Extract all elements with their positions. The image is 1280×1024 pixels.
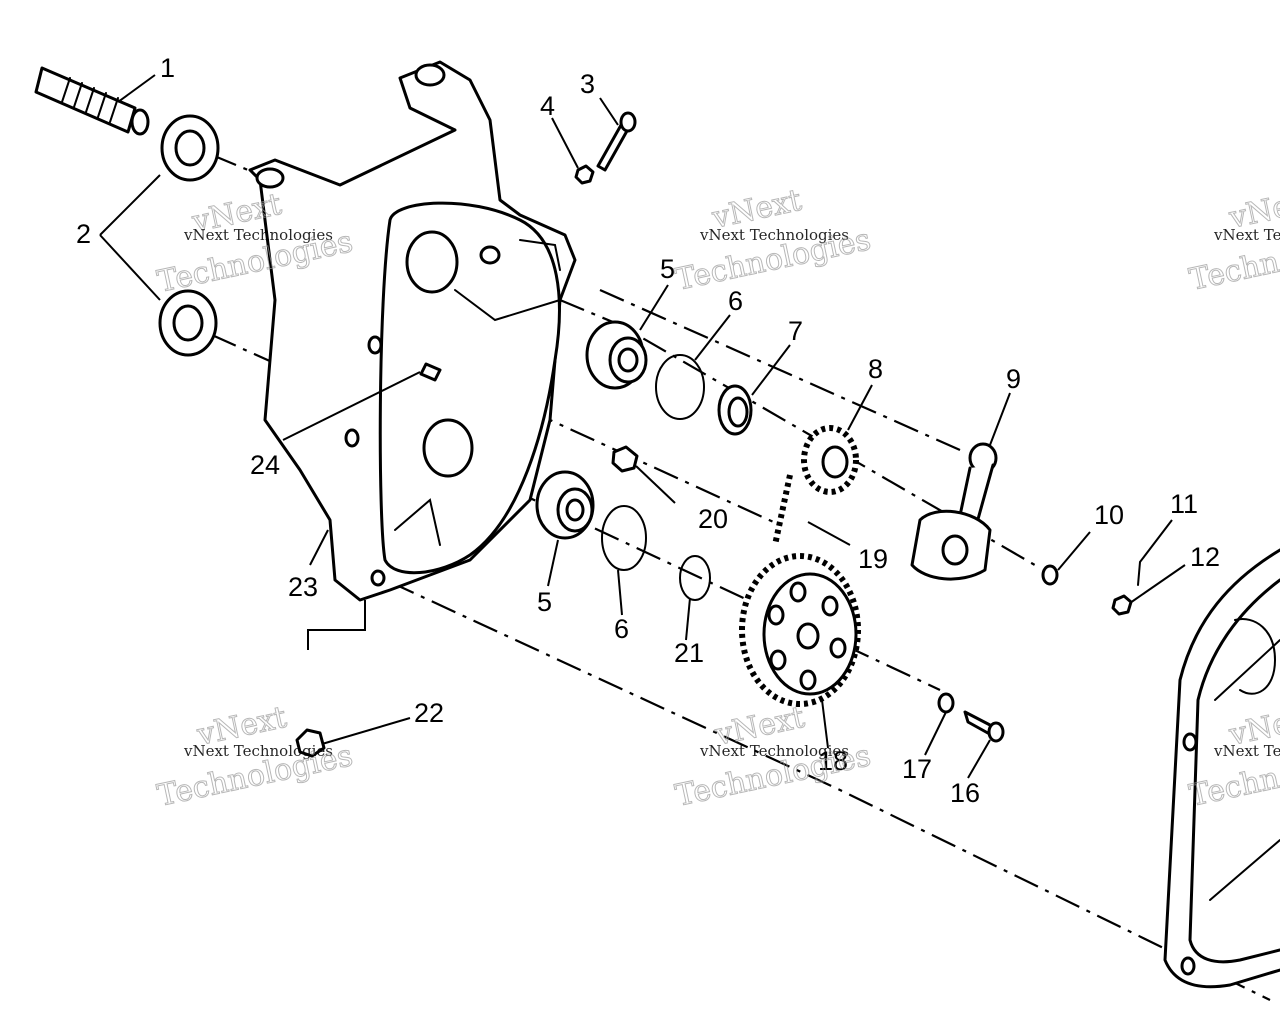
watermark-line2: vNext Technologies — [1213, 742, 1280, 760]
watermark-line2: vNext Technologies — [183, 742, 333, 760]
watermark-top-center: vNext vNext Technologies Technologies — [672, 182, 874, 298]
callout-labels: 1 2 3 4 5 6 7 8 9 10 11 12 5 6 21 18 17 … — [76, 53, 1220, 808]
callout-12: 12 — [1190, 542, 1220, 572]
callout-6-lower: 6 — [614, 614, 629, 644]
shaft-part — [34, 66, 150, 136]
bolt-part-16 — [963, 710, 1005, 743]
snap-ring-upper — [655, 354, 705, 420]
snap-ring-lower — [601, 505, 647, 571]
callout-21: 21 — [674, 638, 704, 668]
leader-lines — [99, 74, 1186, 779]
callout-9: 9 — [1006, 364, 1021, 394]
chain-part-19 — [772, 474, 793, 546]
watermark-line2: vNext Technologies — [183, 226, 333, 244]
watermark-line2: vNext Technologies — [1213, 226, 1280, 244]
sprocket-part-8 — [801, 425, 859, 495]
callout-22: 22 — [414, 698, 444, 728]
callout-8: 8 — [868, 354, 883, 384]
callout-3: 3 — [580, 69, 595, 99]
watermark-line2: vNext Technologies — [699, 742, 849, 760]
drain-plug-part-22 — [295, 728, 326, 758]
callout-4: 4 — [540, 91, 555, 121]
washer-part-7 — [717, 384, 753, 436]
watermark-line2: vNext Technologies — [699, 226, 849, 244]
chaincase-cover — [1163, 548, 1280, 989]
watermark-bottom-left: vNext vNext Technologies Technologies — [154, 699, 356, 814]
seal-lower — [158, 289, 218, 357]
bolt-part-3 — [596, 111, 637, 172]
tensioner-arm-part-9 — [910, 442, 998, 581]
callout-18: 18 — [818, 746, 848, 776]
washer-part-10 — [1041, 564, 1059, 586]
watermark-bottom-center: vNext vNext Technologies Technologies — [672, 699, 874, 814]
callout-16: 16 — [950, 778, 980, 808]
callout-19: 19 — [858, 544, 888, 574]
nut-part-4 — [574, 164, 595, 185]
gear-part-18 — [739, 553, 861, 707]
callout-20: 20 — [698, 504, 728, 534]
callout-6-upper: 6 — [728, 286, 743, 316]
seal-upper — [160, 114, 220, 182]
callout-5-lower: 5 — [537, 587, 552, 617]
washer-part-17 — [937, 692, 955, 714]
callout-11: 11 — [1170, 489, 1198, 519]
bearing-upper — [585, 320, 648, 390]
chaincase-housing — [248, 60, 577, 602]
callout-7: 7 — [788, 316, 803, 346]
callout-10: 10 — [1094, 500, 1124, 530]
callout-2: 2 — [76, 219, 91, 249]
callout-5-upper: 5 — [660, 254, 675, 284]
nut-part-12 — [1111, 594, 1133, 616]
plug-part-20 — [611, 445, 639, 473]
bearing-lower — [535, 470, 595, 540]
callout-24: 24 — [250, 450, 280, 480]
washer-part-21 — [679, 555, 711, 601]
callout-23: 23 — [288, 572, 318, 602]
pin-part-11 — [1137, 561, 1141, 586]
dowel-pin-part-24 — [419, 362, 442, 382]
callout-1: 1 — [160, 53, 175, 83]
callout-17: 17 — [902, 754, 932, 784]
watermark-top-right: vNext vNext Technologies Technologies — [1186, 182, 1280, 298]
